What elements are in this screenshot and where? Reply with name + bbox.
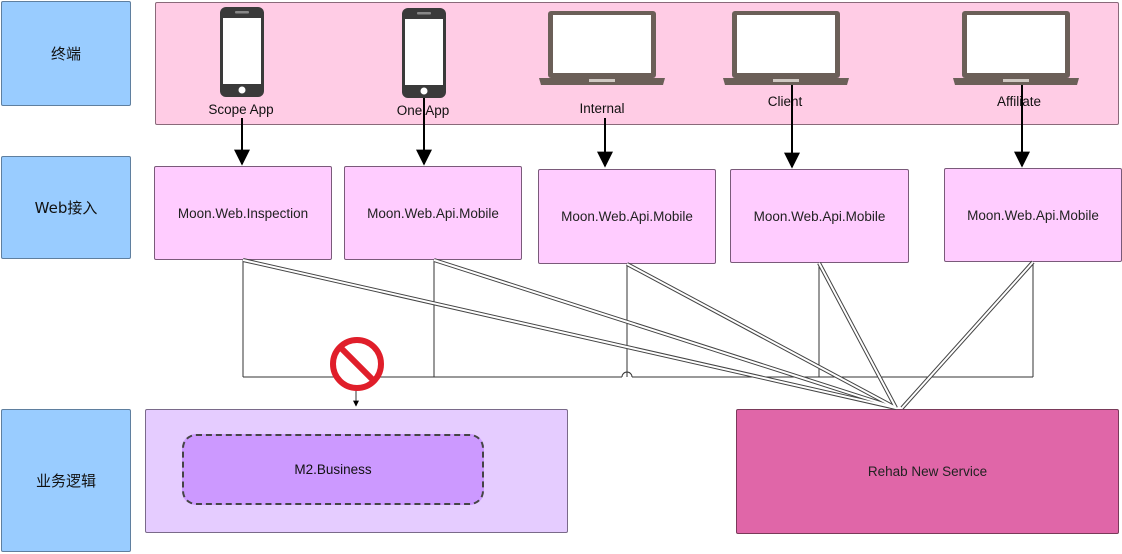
device-label-affiliate: Affiliate [996,94,1042,109]
service-box-api-mobile-client: Moon.Web.Api.Mobile [730,169,909,263]
bus-lines [242,260,1034,407]
laptop-icon [723,11,849,85]
lane-label-terminal: 终端 [1,1,131,106]
laptop-icon [539,11,665,85]
m2-business-box: M2.Business [182,434,484,505]
service-box-api-mobile-one-app: Moon.Web.Api.Mobile [344,166,522,260]
lane-label-web-access: Web接入 [1,156,131,259]
smartphone-icon [220,7,264,97]
lane-label-business-logic: 业务逻辑 [1,409,131,552]
service-box-api-mobile-internal: Moon.Web.Api.Mobile [538,169,716,264]
device-to-service-arrows [234,85,1030,169]
rehab-connectors [242,258,1035,410]
device-label-client: Client [767,94,803,109]
device-label-internal: Internal [579,101,625,116]
smartphone-icon [402,8,446,98]
service-box-inspection: Moon.Web.Inspection [154,166,332,260]
prohibited-icon [330,337,384,391]
laptop-icon [953,11,1079,85]
service-box-api-mobile-affiliate: Moon.Web.Api.Mobile [944,168,1122,262]
rehab-new-service-box: Rehab New Service [736,409,1119,534]
device-label-scope-app: Scope App [208,102,274,117]
